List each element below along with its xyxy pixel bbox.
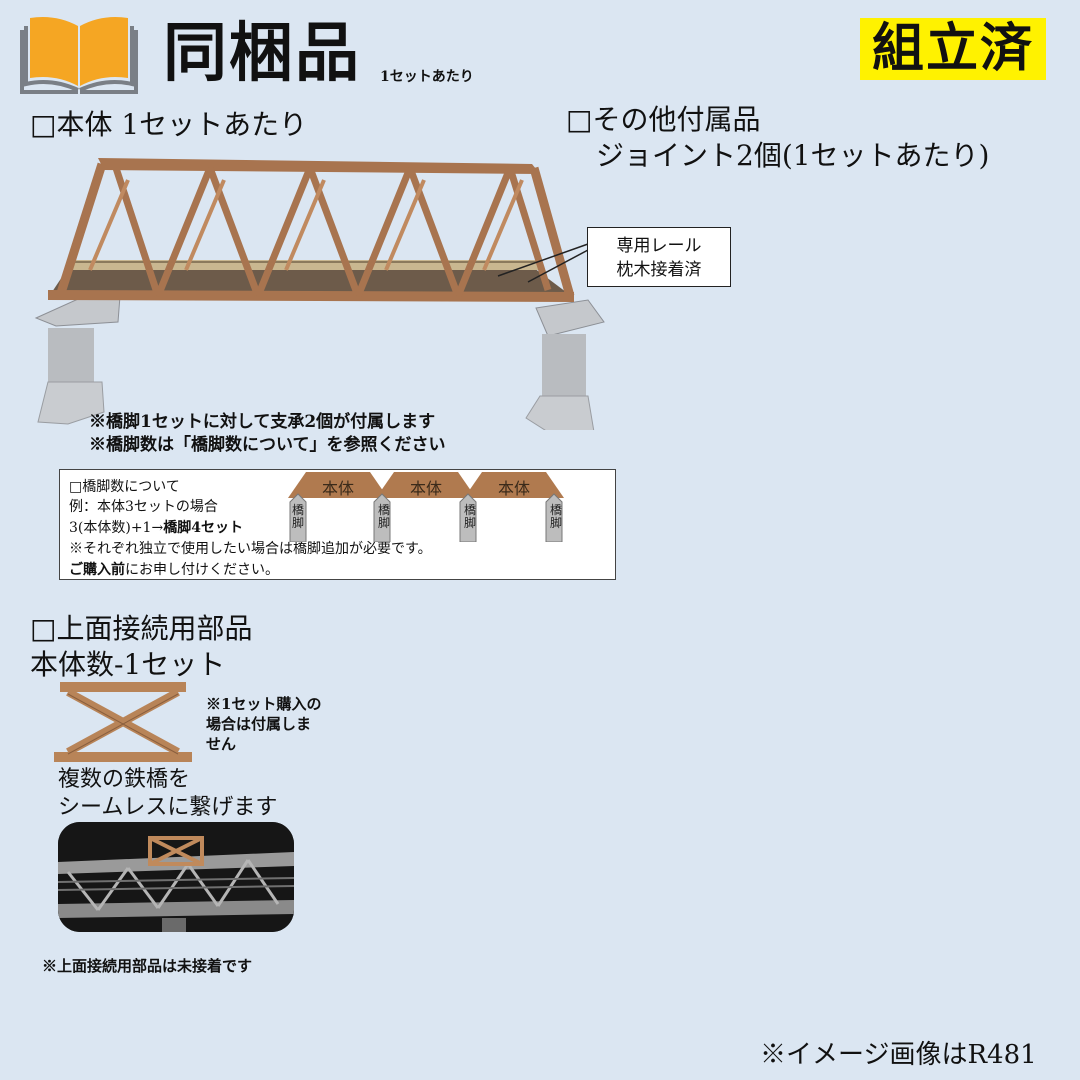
pier-label-2-char2: 脚 [377, 516, 390, 530]
legend-line-5-rest: にお申し付けください。 [125, 562, 279, 578]
pier-label-3: 橋脚 [460, 504, 480, 530]
legend-line-2: 例：本体3セットの場合 [69, 499, 218, 515]
pier-label-2-char1: 橋 [377, 503, 390, 517]
truss-bridge-image [34, 158, 605, 430]
connector-count: 本体数-1セット [30, 648, 226, 681]
connector-note-line-1: ※1セット購入の [206, 695, 322, 713]
pier-label-2: 橋脚 [374, 504, 394, 530]
callout-line-2: 枕木接着済 [616, 260, 702, 280]
assembled-badge: 組立済 [860, 18, 1046, 80]
main-body-heading: □本体 1セットあたり [30, 108, 308, 141]
pier-shape-4 [545, 493, 563, 542]
pier-label-4-char1: 橋 [549, 503, 562, 517]
connector-footnote: ※上面接続用部品は未接着です [42, 957, 253, 975]
open-book-icon [20, 17, 138, 94]
pier-legend-box: □橋脚数について 例：本体3セットの場合 3(本体数)+1→橋脚4セット ※それ… [59, 469, 616, 580]
legend-line-3: 3(本体数)+1→橋脚4セット [69, 519, 243, 537]
connector-part-image [54, 682, 192, 762]
body-label-1: 本体 [321, 479, 354, 498]
page-title: 同梱品 [163, 16, 361, 91]
legend-line-3-prefix: 3(本体数)+1→ [69, 520, 164, 536]
legend-line-1: □橋脚数について [69, 479, 180, 495]
body-shape-2 [376, 472, 476, 498]
connector-note-line-3: せん [206, 735, 237, 753]
pier-label-3-char1: 橋 [463, 503, 476, 517]
pier-shape-3 [459, 493, 477, 542]
connector-desc-line-1: 複数の鉄橋を [58, 767, 191, 792]
pier-label-1: 橋脚 [288, 504, 308, 530]
pier-label-1-char2: 脚 [291, 516, 304, 530]
accessories-heading: □その他付属品 [566, 103, 761, 136]
legend-line-5-bold: ご購入前 [69, 562, 125, 578]
image-note: ※イメージ画像はR481 [760, 1040, 1037, 1070]
body-label-3: 本体 [497, 479, 530, 498]
pier-diagram [288, 472, 564, 542]
bearing-note: ※橋脚1セットに対して支承2個が付属します [89, 412, 436, 432]
accessories-item: ジョイント2個(1セットあたり) [596, 139, 990, 172]
legend-line-4: ※それぞれ独立で使用したい場合は橋脚追加が必要です。 [69, 541, 432, 557]
pier-label-1-char1: 橋 [291, 503, 304, 517]
left-pier-shape [34, 289, 121, 425]
connector-desc-line-2: シームレスに繋げます [58, 795, 278, 820]
page-subtitle: 1セットあたり [380, 69, 474, 85]
body-shape-1 [288, 472, 388, 498]
body-shape-3 [464, 472, 564, 498]
pier-shape-1 [289, 493, 307, 542]
rail-callout: 専用レール 枕木接着済 [587, 227, 731, 287]
callout-line-1: 専用レール [616, 236, 702, 256]
pier-label-4-char2: 脚 [549, 516, 562, 530]
pier-count-note: ※橋脚数は「橋脚数について」を参照ください [89, 435, 446, 455]
connector-note: ※1セット購入の 場合は付属しま せん [206, 694, 321, 754]
right-pier-shape [525, 299, 605, 430]
connected-bridges-photo [58, 822, 294, 932]
connector-note-line-2: 場合は付属しま [206, 715, 312, 733]
legend-line-3-bold: 橋脚4セット [163, 520, 243, 536]
connector-heading: □上面接続用部品 [30, 612, 253, 645]
body-label-2: 本体 [409, 479, 442, 498]
legend-line-5: ご購入前にお申し付けください。 [69, 561, 279, 579]
pier-shape-2 [373, 493, 391, 542]
pier-label-3-char2: 脚 [463, 516, 476, 530]
connector-description: 複数の鉄橋を シームレスに繋げます [58, 766, 277, 822]
pier-label-4: 橋脚 [546, 504, 566, 530]
